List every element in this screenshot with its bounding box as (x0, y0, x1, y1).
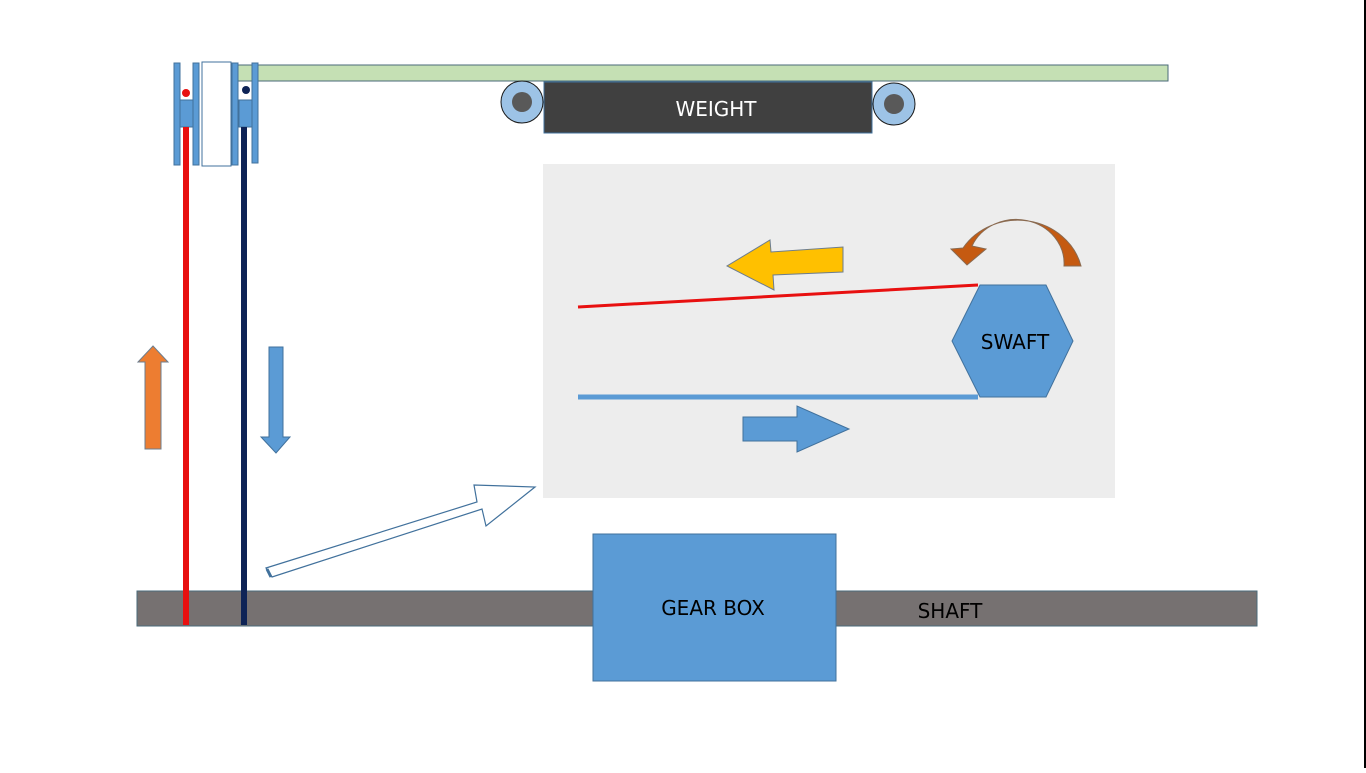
swaft-label: SWAFT (981, 330, 1050, 354)
right-roller (872, 82, 916, 126)
gear-box-label: GEAR BOX (661, 596, 765, 620)
red-belt-segment (577, 283, 979, 309)
top-rail (231, 64, 1169, 82)
red-dot (182, 89, 190, 97)
swaft-hexagon (951, 284, 1074, 398)
rotation-arrow-icon (949, 218, 1082, 267)
red-belt (183, 127, 189, 625)
navy-belt (241, 127, 247, 625)
up-arrow-icon (136, 345, 170, 450)
shaft-label: SHAFT (918, 599, 984, 623)
gear-box (592, 533, 837, 682)
left-arrow-icon (725, 239, 844, 291)
weight-block (543, 81, 873, 134)
pointer-arrow-icon (265, 484, 537, 578)
pulley-assembly (173, 61, 259, 167)
down-arrow-icon (259, 346, 292, 454)
left-roller (500, 80, 544, 124)
right-arrow-icon (742, 405, 851, 453)
right-edge-border (1364, 0, 1366, 768)
weight-label: WEIGHT (675, 97, 757, 121)
navy-dot (242, 86, 250, 94)
